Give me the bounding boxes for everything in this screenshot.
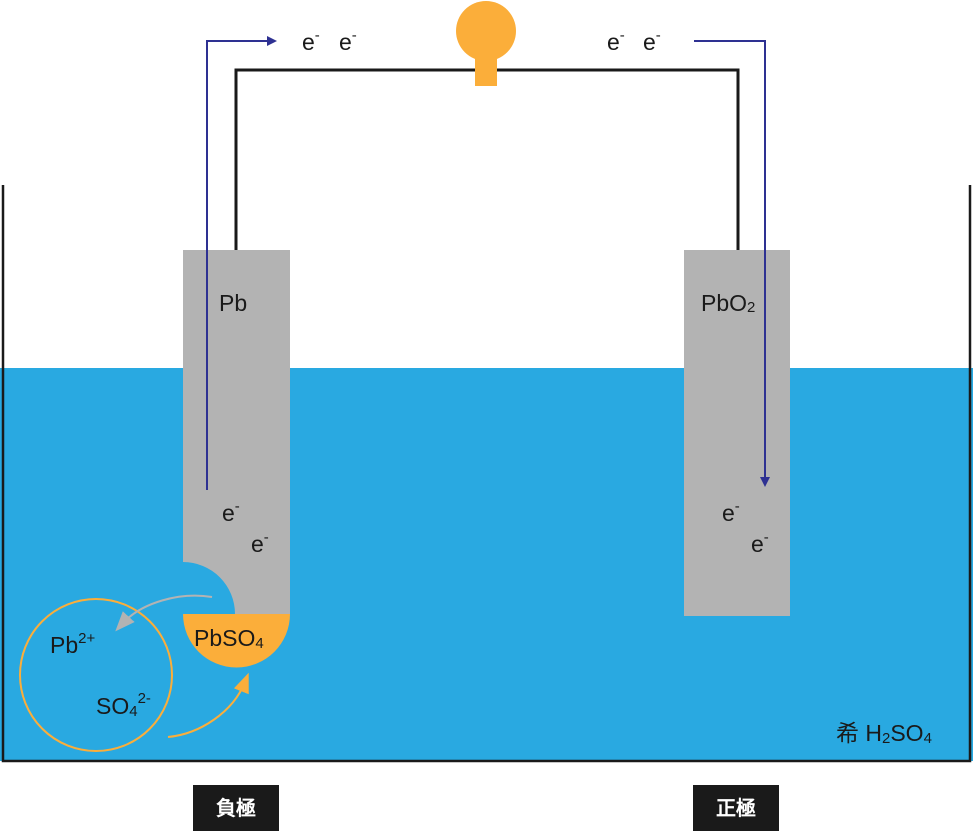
cathode-electrode (684, 250, 790, 616)
electron-flow-left (206, 36, 277, 490)
electrolyte-label: 希 H2SO4 (836, 720, 932, 747)
anode-electrode (183, 250, 290, 614)
cathode-electron-2: e- (751, 529, 769, 557)
cathode-badge-label: 正極 (716, 796, 756, 820)
electron-label-top-right-2: e- (643, 27, 661, 55)
electron-flow-right (694, 40, 770, 487)
cathode-badge: 正極 (693, 785, 779, 831)
anode-material-label: Pb (219, 290, 247, 316)
pbso4-deposit (183, 614, 290, 668)
sulfate-deposit-arrow (167, 672, 249, 738)
electrolyte-solution (0, 368, 973, 761)
electron-label-top-left-2: e- (339, 27, 357, 55)
ion-cycle-circle (19, 598, 173, 752)
light-bulb-icon (456, 1, 516, 86)
pbso4-label: PbSO4 (194, 625, 264, 652)
anode-electron-2: e- (251, 529, 269, 557)
sulfate-ion-label: SO42- (96, 690, 151, 720)
pb-ion-label: Pb2+ (50, 630, 95, 658)
pb-ion-release-arrow (115, 594, 213, 632)
anode-badge-label: 負極 (216, 796, 256, 820)
anode-badge: 負極 (193, 785, 279, 831)
electron-label-top-right-1: e- (607, 27, 625, 55)
electron-label-top-left-1: e- (302, 27, 320, 55)
cathode-electron-1: e- (722, 498, 740, 526)
cathode-material-label: PbO2 (701, 290, 755, 316)
anode-electron-1: e- (222, 498, 240, 526)
beaker-outline (1, 185, 972, 763)
external-wire (234, 68, 740, 250)
